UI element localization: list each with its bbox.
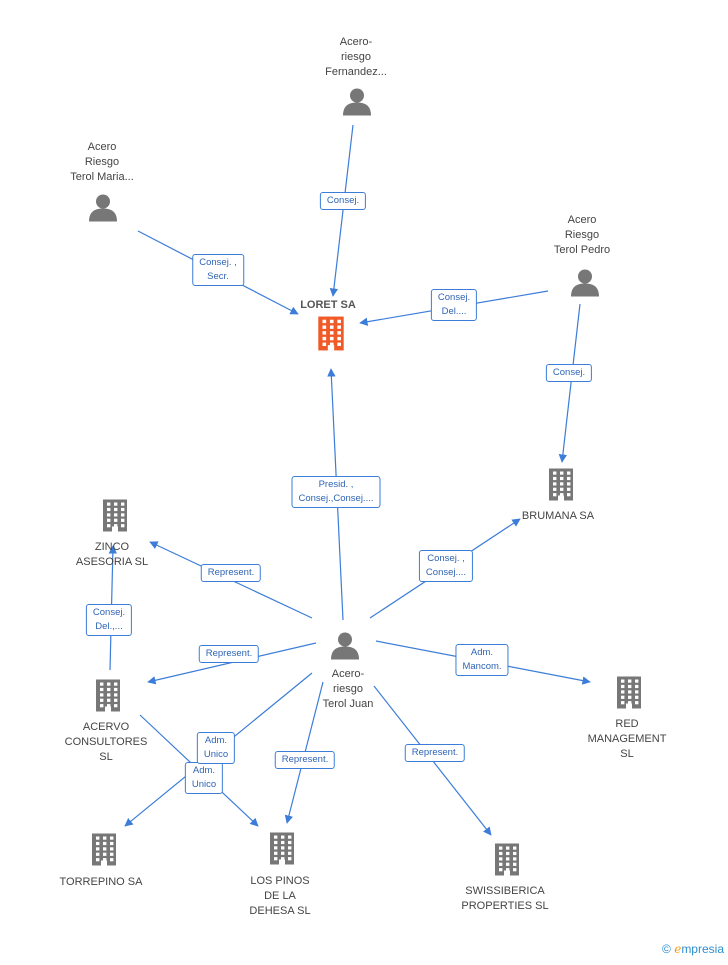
node-label-loret[interactable]: LORET SA: [300, 299, 356, 311]
building-icon[interactable]: [546, 468, 576, 507]
node-label-pinos[interactable]: LOS PINOS DE LA DEHESA SL: [249, 875, 311, 917]
edge-label-juan-to-torrepino[interactable]: Adm. Unico: [184, 762, 224, 794]
building-icon[interactable]: [93, 679, 123, 718]
edge-label-juan-to-red[interactable]: Adm. Mancom.: [455, 644, 509, 676]
edge-label-juan-to-brumana[interactable]: Consej. , Consej....: [418, 550, 474, 582]
edge-label-maria-to-loret[interactable]: Consej. , Secr.: [192, 254, 244, 286]
copyright-icon: ©: [662, 942, 671, 956]
node-label-maria[interactable]: Acero Riesgo Terol Maria...: [70, 141, 134, 183]
node-label-brumana[interactable]: BRUMANA SA: [521, 510, 595, 522]
person-icon[interactable]: [342, 87, 372, 122]
node-label-torrepino[interactable]: TORREPINO SA: [59, 876, 143, 888]
building-icon[interactable]: [492, 843, 522, 882]
node-label-zinco[interactable]: ZINCO ASESORIA SL: [75, 541, 149, 568]
edge-label-juan-to-pinos[interactable]: Represent.: [274, 751, 336, 769]
person-icon[interactable]: [88, 193, 118, 228]
node-label-red[interactable]: RED MANAGEMENT SL: [587, 718, 667, 760]
building-icon[interactable]: [267, 832, 297, 871]
node-label-swiss[interactable]: SWISSIBERICA PROPERTIES SL: [461, 885, 549, 912]
edge-label-juan-to-loret[interactable]: Presid. , Consej.,Consej....: [291, 476, 381, 508]
person-icon[interactable]: [330, 631, 360, 666]
node-label-juan[interactable]: Acero- riesgo Terol Juan: [322, 668, 374, 710]
brand-name: mpresia: [681, 942, 724, 956]
person-icon[interactable]: [570, 268, 600, 303]
edge-label-juan-to-acervo[interactable]: Represent.: [198, 645, 260, 663]
edge-label-pedro-to-loret[interactable]: Consej. Del....: [430, 289, 478, 321]
edge-label-fernandez-to-loret[interactable]: Consej.: [319, 192, 367, 210]
edge-label-acervo-to-zinco[interactable]: Consej. Del.,...: [85, 604, 133, 636]
edge-label-pedro-to-brumana[interactable]: Consej.: [545, 364, 593, 382]
edge-label-juan-to-swiss[interactable]: Represent.: [404, 744, 466, 762]
building-icon[interactable]: [89, 833, 119, 872]
edge-fernandez-to-loret: [329, 124, 354, 297]
brand-logo-letter: e: [674, 942, 682, 956]
edge-label-juan-to-zinco[interactable]: Represent.: [200, 564, 262, 582]
node-label-pedro[interactable]: Acero Riesgo Terol Pedro: [553, 214, 611, 256]
footer-brand[interactable]: © empresia: [662, 942, 724, 956]
building-icon[interactable]: [100, 499, 130, 538]
edge-pedro-to-brumana: [558, 303, 581, 463]
building-icon-highlighted[interactable]: [315, 316, 347, 357]
node-label-fernandez[interactable]: Acero- riesgo Fernandez...: [325, 36, 387, 78]
building-icon[interactable]: [614, 676, 644, 715]
edge-label-acervo-to-pinos[interactable]: Adm. Unico: [196, 732, 236, 764]
node-label-acervo[interactable]: ACERVO CONSULTORES SL: [64, 721, 148, 763]
